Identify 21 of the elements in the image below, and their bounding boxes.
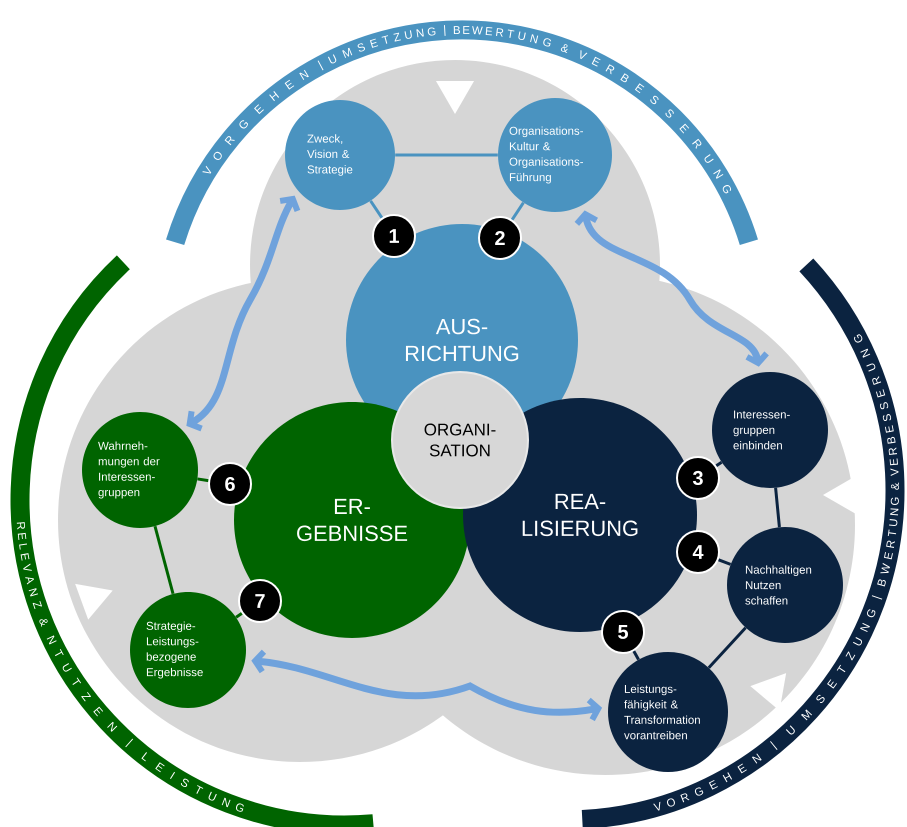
number-badge: 3 — [676, 456, 720, 500]
connector-line — [715, 461, 722, 468]
connector-line — [510, 202, 525, 220]
double-arrow — [186, 196, 300, 432]
number-badge: 1 — [372, 214, 416, 258]
number-badge: 7 — [238, 578, 282, 623]
connector-line — [708, 626, 747, 669]
number-badge: 5 — [601, 610, 645, 654]
double-arrow — [574, 210, 769, 367]
connector-line — [395, 153, 498, 156]
number-badge: 6 — [208, 462, 252, 506]
connector-line — [632, 650, 640, 660]
connector-line — [154, 526, 174, 594]
connector-line — [369, 200, 384, 219]
connector-line — [197, 477, 208, 482]
double-arrow — [251, 650, 602, 722]
number-badge: 2 — [478, 216, 522, 260]
connector-line — [774, 488, 781, 528]
connector-line — [235, 612, 243, 618]
connector-line — [718, 558, 732, 566]
number-badge: 4 — [676, 530, 720, 574]
